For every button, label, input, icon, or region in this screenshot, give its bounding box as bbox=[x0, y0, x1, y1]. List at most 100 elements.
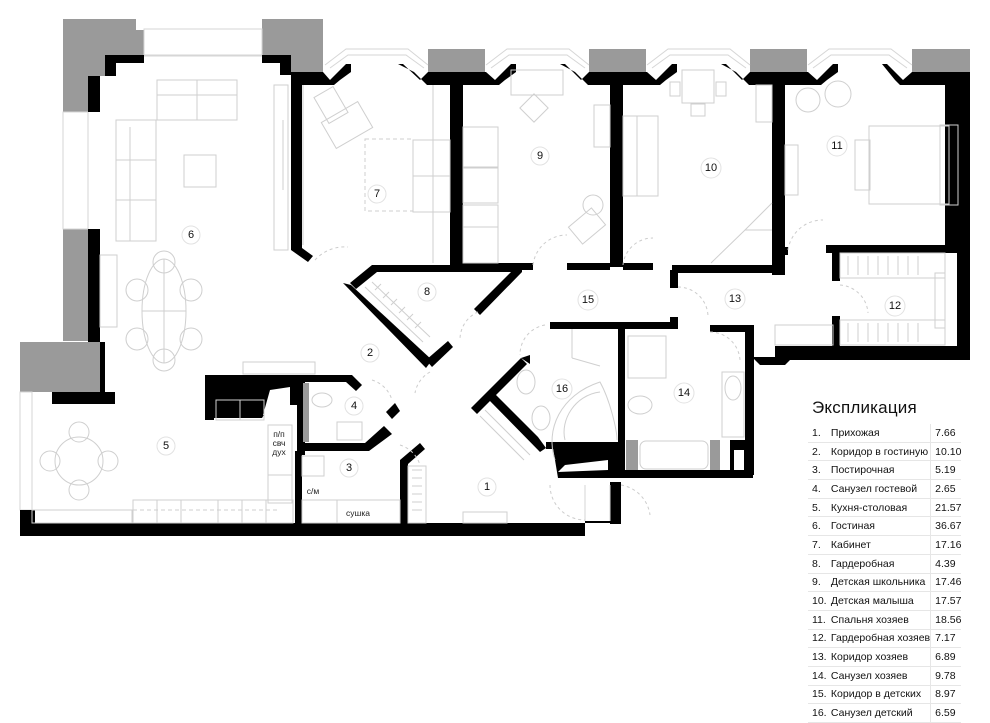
room-marker: 1 bbox=[477, 477, 497, 497]
room-marker: 15 bbox=[577, 289, 599, 311]
annotation-dryer: сушка bbox=[346, 508, 370, 518]
room-marker: 11 bbox=[826, 135, 848, 157]
legend-room-name-cell: 3. Постирочная bbox=[808, 460, 932, 481]
legend-room-area: 9.78 bbox=[930, 666, 962, 686]
legend-room-name-cell: 5. Кухня-столовая bbox=[808, 498, 932, 518]
gray-fills bbox=[303, 383, 720, 470]
door-swings bbox=[314, 219, 869, 521]
legend-room-name-cell: 10. Детская малыша bbox=[808, 591, 932, 611]
legend-room-area: 5.19 bbox=[930, 460, 962, 481]
legend-room-name-cell: 1. Прихожая bbox=[808, 424, 932, 443]
legend-room-area: 17.57 bbox=[930, 591, 962, 611]
legend-room-name: Постирочная bbox=[830, 464, 895, 477]
furniture bbox=[31, 69, 959, 524]
room-marker-circle bbox=[724, 288, 746, 310]
legend-room-name-cell: 4. Санузел гостевой bbox=[808, 479, 932, 499]
legend-room-area: 6.59 bbox=[930, 703, 962, 723]
legend-room-name: Гостиная bbox=[830, 520, 875, 533]
legend-room-number: 5. bbox=[812, 501, 821, 514]
legend-room-number: 2. bbox=[812, 445, 821, 458]
room-marker-circle bbox=[551, 378, 573, 400]
annotations: п/п свч дух с/м сушка bbox=[272, 429, 370, 518]
room-marker: 14 bbox=[673, 382, 695, 404]
room-marker-circle bbox=[181, 225, 201, 245]
room-marker-circle bbox=[344, 396, 364, 416]
room-number: 13 bbox=[729, 293, 741, 305]
legend-room-name: Гардеробная хозяев bbox=[830, 632, 931, 645]
legend-room-name: Санузел хозяев bbox=[830, 669, 908, 682]
room-marker: 5 bbox=[156, 436, 176, 456]
annotation-pp: п/п bbox=[273, 429, 285, 439]
legend-room-number: 15. bbox=[812, 688, 827, 701]
room-marker: 9 bbox=[530, 146, 550, 166]
room-marker: 10 bbox=[700, 157, 722, 179]
room-number: 9 bbox=[537, 150, 543, 162]
room-number: 3 bbox=[346, 462, 352, 474]
room-marker: 3 bbox=[339, 458, 359, 478]
room-number: 12 bbox=[889, 300, 901, 312]
legend-room-name-cell: 8. Гардеробная bbox=[808, 554, 932, 574]
legend-row: 11. Спальня хозяев 18.56 bbox=[808, 610, 962, 630]
legend-room-name-cell: 14. Санузел хозяев bbox=[808, 666, 932, 686]
legend-room-number: 16. bbox=[812, 707, 827, 720]
legend-room-area: 8.97 bbox=[930, 685, 962, 705]
legend-room-area: 2.65 bbox=[930, 479, 962, 499]
legend-room-area: 7.66 bbox=[930, 424, 962, 443]
legend-room-area: 10.10 bbox=[930, 442, 962, 462]
room-number: 10 bbox=[705, 162, 717, 174]
room-marker-circle bbox=[826, 135, 848, 157]
legend-room-area: 17.16 bbox=[930, 535, 962, 555]
legend-room-number: 10. bbox=[812, 595, 827, 608]
fixtures-white bbox=[263, 387, 744, 472]
legend-room-name: Санузел детский bbox=[830, 707, 913, 720]
room-number: 4 bbox=[351, 400, 357, 412]
legend-row: 9. Детская школьника 17.46 bbox=[808, 573, 962, 593]
legend-room-name-cell: 15. Коридор в детских bbox=[808, 685, 932, 705]
legend-room-name: Коридор в гостиную bbox=[830, 445, 929, 458]
room-number: 16 bbox=[556, 383, 568, 395]
annotation-washer: с/м bbox=[307, 486, 320, 496]
room-marker-circle bbox=[156, 436, 176, 456]
legend-room-number: 6. bbox=[812, 520, 821, 533]
room-number: 5 bbox=[163, 440, 169, 452]
legend-room-area: 36.67 bbox=[930, 516, 962, 537]
legend-row: 13. Коридор хозяев 6.89 bbox=[808, 647, 962, 667]
legend-room-area: 18.56 bbox=[930, 610, 962, 630]
legend-room-area: 17.46 bbox=[930, 573, 962, 593]
legend-room-name: Кабинет bbox=[830, 538, 871, 551]
legend-room-area: 6.89 bbox=[930, 647, 962, 667]
legend-room-name: Коридор хозяев bbox=[830, 651, 909, 664]
room-marker: 4 bbox=[344, 396, 364, 416]
legend-room-number: 9. bbox=[812, 576, 821, 589]
room-number: 14 bbox=[678, 387, 690, 399]
legend-room-number: 13. bbox=[812, 651, 827, 664]
legend-room-number: 4. bbox=[812, 482, 821, 495]
legend-room-name: Спальня хозяев bbox=[830, 613, 909, 626]
room-number: 11 bbox=[831, 140, 842, 152]
legend-room-number: 11. bbox=[812, 613, 826, 626]
room-marker-circle bbox=[530, 146, 550, 166]
legend-room-name: Санузел гостевой bbox=[830, 482, 918, 495]
legend-room-name-cell: 16. Санузел детский bbox=[808, 703, 932, 723]
legend-room-name: Прихожая bbox=[830, 426, 880, 439]
room-marker: 6 bbox=[181, 225, 201, 245]
legend-room-name: Коридор в детских bbox=[830, 688, 922, 701]
legend-room-name: Детская школьника bbox=[830, 576, 926, 589]
room-marker-circle bbox=[577, 289, 599, 311]
room-marker: 2 bbox=[360, 343, 380, 363]
legend-room-area: 7.17 bbox=[930, 629, 962, 649]
room-marker-circle bbox=[360, 343, 380, 363]
